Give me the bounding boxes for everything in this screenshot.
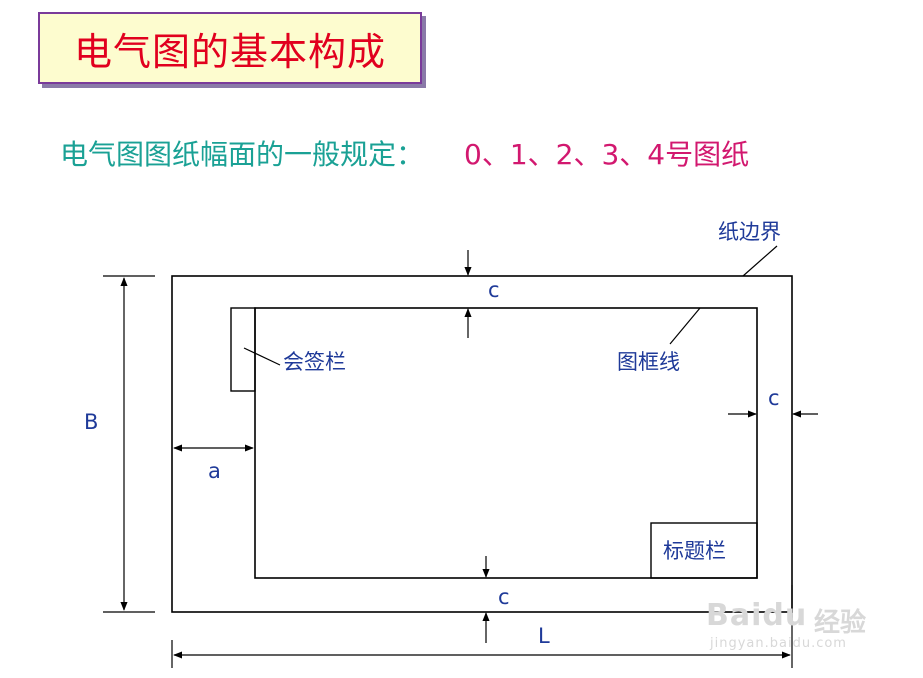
- subtitle-rule-text: 电气图图纸幅面的一般规定：: [60, 138, 425, 171]
- baidu-jingyan-watermark: Baidu 经验 jingyan.baidu.com: [706, 598, 886, 658]
- label-frame-line: 图框线: [617, 350, 680, 374]
- leader-signature-block: [243, 347, 281, 366]
- label-dim-b: B: [84, 410, 99, 434]
- label-dim-a: a: [208, 459, 221, 483]
- leader-frame-line: [669, 307, 701, 345]
- signature-block-rect: [230, 307, 256, 392]
- label-dim-c-bottom: c: [498, 585, 510, 609]
- label-dim-l: L: [538, 624, 550, 648]
- title-box: 电气图的基本构成: [38, 12, 422, 84]
- subtitle-paper-sizes: 0、1、2、3、4号图纸: [464, 138, 750, 171]
- subtitle: 电气图图纸幅面的一般规定： 0、1、2、3、4号图纸: [60, 133, 749, 173]
- label-paper-border: 纸边界: [718, 220, 781, 244]
- label-dim-c-top: c: [488, 278, 500, 302]
- watermark-brand: Baidu: [706, 598, 808, 633]
- label-signature-block: 会签栏: [283, 350, 346, 374]
- label-title-block: 标题栏: [663, 539, 726, 563]
- title-block-rect: [650, 522, 758, 579]
- watermark-url: jingyan.baidu.com: [710, 636, 847, 651]
- paper-boundary-rect: [171, 275, 793, 613]
- frame-line-rect: [254, 307, 758, 579]
- leader-paper-border: [742, 245, 778, 277]
- watermark-service: 经验: [814, 608, 867, 638]
- page-title: 电气图的基本构成: [73, 29, 386, 74]
- label-dim-c-right: c: [768, 386, 780, 410]
